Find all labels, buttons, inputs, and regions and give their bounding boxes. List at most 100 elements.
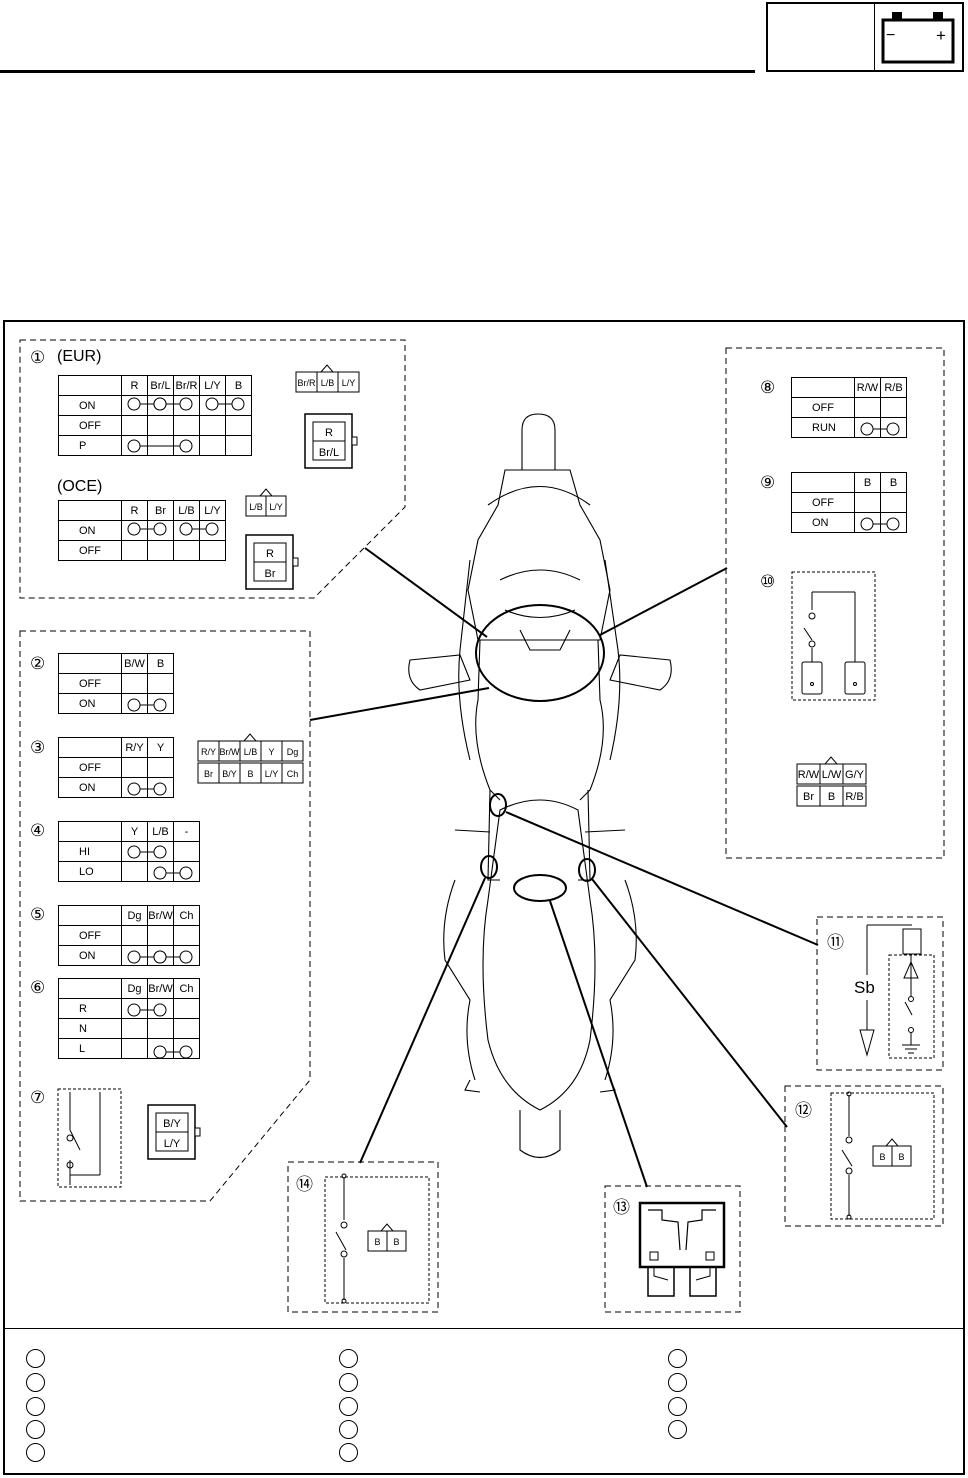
connector-pin-label: R/W [798,769,820,781]
continuity-dot [860,517,874,531]
legend-circle [26,1373,45,1392]
col-header: Ch [173,905,200,926]
group-outline-12 [784,1085,944,1227]
fuse-drawing [638,1201,726,1297]
connector-pin-label: L/Y [265,769,279,779]
connector-pin-label: B [879,1152,885,1162]
callout-11: ⑪ [827,933,844,952]
legend-circle [668,1397,687,1416]
group-outline-11 [816,916,944,1071]
callout-8: ⑧ [760,378,776,397]
motorcycle-drawing [408,413,672,1159]
continuity-dot [179,397,193,411]
battery-badge: − + [766,2,964,72]
connector-pin-label: Br/W [220,747,241,757]
leader-line-2 [309,687,490,721]
row-label: ON [58,945,122,966]
leader-line-12 [591,878,788,1128]
continuity-dot [127,782,141,796]
continuity-dot [153,522,167,536]
continuity-dot [205,397,219,411]
continuity-dot [179,950,193,964]
leader-line-14 [359,877,486,1164]
connector-pin-label: L/B [321,378,335,388]
legend-circle [26,1349,45,1368]
group-outline-8-10 [725,347,945,859]
connector-pin-label: R/B [845,791,863,803]
switch-11-schematic [859,924,935,1059]
callout-9: ⑨ [760,473,776,492]
connector-pin-label: L/Y [269,502,283,512]
row-label: ON [58,520,122,541]
continuity-dot [231,397,245,411]
col-header: R/B [880,377,907,398]
connector-pin-label: L/Y [164,1138,181,1150]
diagram-frame [3,320,965,1475]
continuity-dot [153,866,167,880]
continuity-dot [127,439,141,453]
callout-12: ⑫ [795,1101,812,1120]
legend-circle [339,1397,358,1416]
leader-line-13 [549,900,648,1188]
legend-circle [339,1420,358,1439]
handlebar-switch-ellipse [475,604,605,702]
connector-pin-label: B [828,791,835,803]
continuity-dot [153,1045,167,1059]
connector-latch [194,1127,201,1137]
continuity-dot [127,950,141,964]
row-label: ON [791,512,855,533]
callout-4: ④ [30,821,46,840]
header-rule [0,70,755,73]
legend-circle [26,1420,45,1439]
continuity-dot [153,698,167,712]
connector-latch [351,436,358,446]
connector-pin-label: R [325,427,333,439]
callout-13: ⑬ [613,1198,630,1217]
connector-pin-label: Br [204,769,213,779]
col-header: Ch [173,978,200,999]
connector-pin-label: B [393,1237,399,1247]
connector-pin-label: Br/R [298,378,317,388]
legend-rule [3,1328,965,1329]
legend-circle [26,1443,45,1462]
callout-10: ⑩ [760,572,776,591]
legend-circle [339,1349,358,1368]
oce-title: (OCE) [57,478,103,495]
continuity-dot [886,517,900,531]
leader-line-8 [599,567,728,636]
legend-circle [339,1443,358,1462]
connector-pin-label: Br [803,791,814,803]
sidestand-switch-ellipse [578,858,596,882]
battery-icon: − + [881,12,955,64]
connector-pin-label: Dg [287,747,299,757]
connector-pin-label: Ch [287,769,299,779]
legend-circle [668,1373,687,1392]
connector-pin-label: Br [265,568,276,580]
callout-3: ③ [30,738,46,757]
connector-pin-label: B/Y [163,1118,181,1130]
continuity-dot [153,397,167,411]
continuity-dot [153,1003,167,1017]
continuity-dot [127,397,141,411]
continuity-dot [153,845,167,859]
legend-circle [339,1373,358,1392]
callout-1: ① [30,348,46,367]
continuity-dot [179,439,193,453]
connector-pin-label: G/Y [845,769,865,781]
connector-key-tab [379,1223,395,1232]
connector-handlebar-bottom [197,762,304,784]
row-label: L [58,1038,122,1059]
continuity-dot [153,950,167,964]
continuity-dot [886,422,900,436]
main-switch-oce-table: R Br L/B L/Y ON OFF [58,500,226,561]
sb-label: Sb [854,978,875,997]
connector-10-bottom [796,785,867,807]
continuity-dot [860,422,874,436]
